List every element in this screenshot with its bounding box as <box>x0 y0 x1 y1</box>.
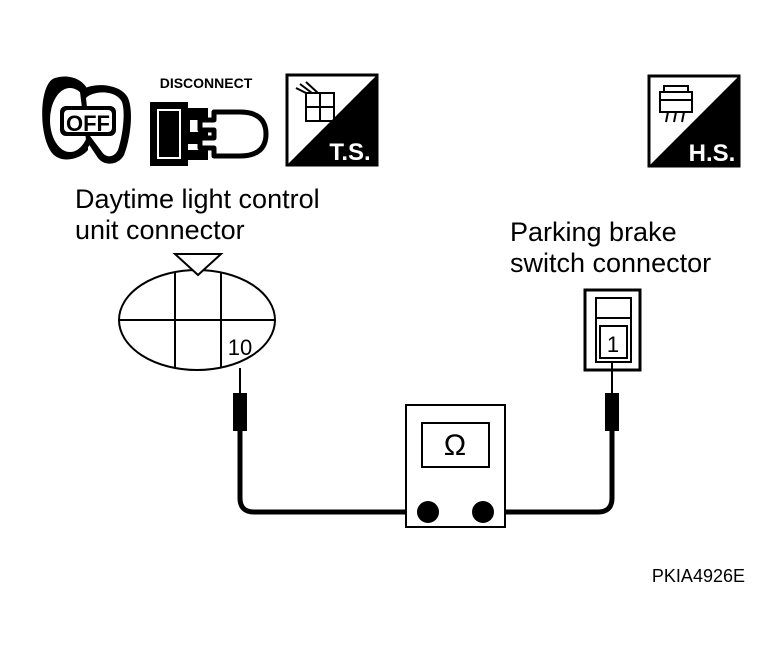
left-test-probe <box>233 368 420 515</box>
svg-text:T.S.: T.S. <box>329 139 370 166</box>
right-connector-face: 1 <box>583 288 642 372</box>
right-connector-title-line1: Parking brake <box>510 217 677 247</box>
svg-text:H.S.: H.S. <box>689 140 736 167</box>
meter-terminal-right <box>472 501 494 523</box>
ignition-key-icon: OFF <box>42 76 131 164</box>
connector-latch-marker <box>172 253 224 277</box>
disconnect-connector-icon: DISCONNECT <box>150 75 269 166</box>
svg-text:DISCONNECT: DISCONNECT <box>160 75 253 91</box>
ohmmeter: Ω <box>405 404 506 528</box>
right-test-probe <box>486 362 619 515</box>
left-connector-face: 10 <box>118 253 276 371</box>
left-connector-title-line2: unit connector <box>75 215 245 245</box>
harness-side-icon: H.S. <box>647 74 741 168</box>
right-terminal-number: 1 <box>607 332 619 357</box>
meter-terminal-left <box>417 501 439 523</box>
left-connector-title-line1: Daytime light control <box>75 184 320 214</box>
ohm-symbol: Ω <box>444 429 466 462</box>
right-connector-title-line2: switch connector <box>510 248 711 278</box>
meter-display <box>421 422 490 468</box>
left-terminal-number: 10 <box>228 335 252 360</box>
figure-code: PKIA4926E <box>652 566 745 586</box>
svg-text:OFF: OFF <box>66 111 110 136</box>
terminal-side-icon: T.S. <box>285 73 379 167</box>
